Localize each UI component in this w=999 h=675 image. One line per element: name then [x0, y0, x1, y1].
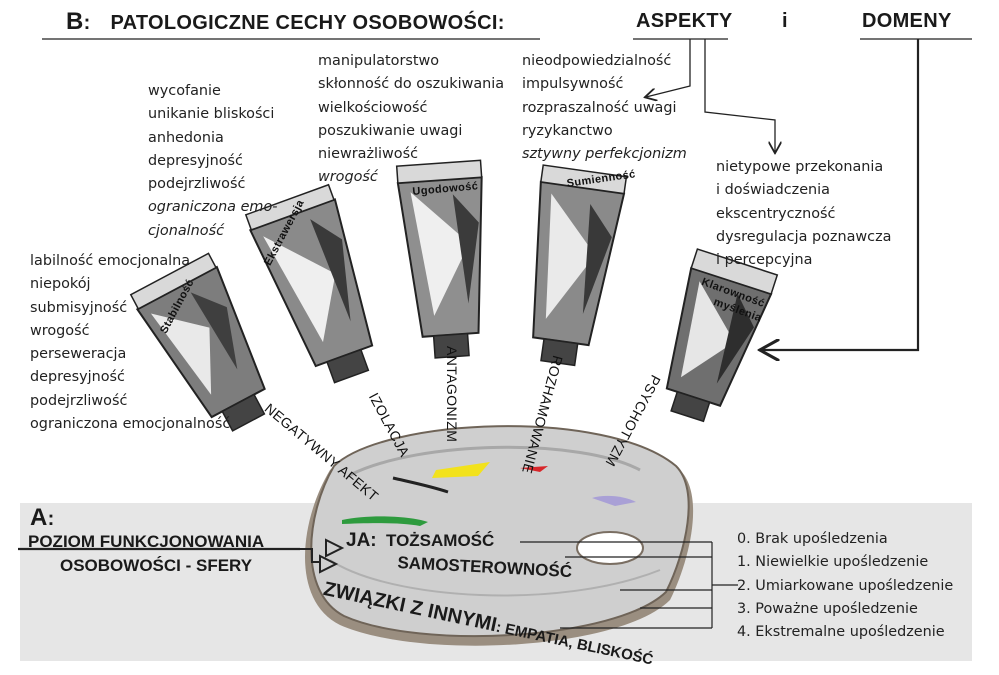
purple-paint: [592, 495, 636, 506]
tube-stabilnosc: [129, 252, 266, 432]
facet-item: manipulatorstwo: [318, 53, 440, 69]
facet-item: wycofanie: [148, 83, 221, 99]
i-label: i: [782, 10, 788, 32]
facet-item: submisyjność: [30, 299, 128, 316]
facet-item: ograniczona emocjonalność: [30, 416, 231, 433]
facet-item: skłonność do oszukiwania: [318, 76, 505, 93]
level-item: 2. Umiarkowane upośledzenie: [737, 577, 954, 594]
facet-item: impulsywność: [522, 76, 624, 93]
domeny-label: DOMENY: [862, 10, 952, 32]
list-klarownosc: nietypowe przekonania i doświadczenia ek…: [716, 156, 891, 272]
section-b-heading: B: PATOLOGICZNE CECHY OSOBOWOŚCI:: [66, 8, 505, 36]
aspekty-arrow-right: [704, 39, 775, 152]
facet-item-italic: sztywny perfekcjonizm: [522, 146, 687, 163]
aspekty-label: ASPEKTY: [636, 10, 733, 32]
facet-item: depresyjność: [148, 152, 243, 169]
section-a-colon: :: [47, 508, 55, 530]
ja-label: JA:: [346, 530, 377, 551]
section-b-letter: B: [66, 8, 84, 35]
levels-bracket: [520, 541, 738, 629]
yellow-paint: [432, 462, 490, 478]
facet-item: nieodpowiedzialność: [522, 53, 672, 69]
section-b-colon: :: [83, 12, 91, 34]
facet-item: unikanie bliskości: [148, 106, 275, 123]
tozsamosc-label: TOŻSAMOŚĆ: [386, 531, 495, 550]
facet-item: wielkościowość: [318, 99, 428, 116]
poziom-connector: [300, 548, 320, 563]
list-sumiennosc: nieodpowiedzialność impulsywność rozpras…: [522, 50, 687, 166]
facet-item: podejrzliwość: [30, 392, 128, 409]
level-item: 4. Ekstremalne upośledzenie: [737, 624, 945, 641]
facet-item: dysregulacja poznawcza: [716, 228, 892, 245]
tube-sumiennosc: [532, 164, 628, 367]
facet-item: wrogość: [30, 322, 90, 339]
list-stabilnosc: labilność emocjonalna niepokój submisyjn…: [30, 250, 230, 436]
palette-thumb-hole: [576, 531, 644, 565]
facet-item: poszukiwanie uwagi: [318, 122, 463, 139]
level-item: 1. Niewielkie upośledzenie: [737, 554, 929, 571]
red-paint: [520, 466, 548, 472]
level-item: 0. Brak upośledzenia: [737, 531, 888, 547]
facet-item: depresyjność: [30, 369, 125, 386]
facet-item: ryzykanctwo: [522, 122, 613, 139]
facet-item-italic: cjonalność: [148, 222, 224, 239]
facet-item: podejrzliwość: [148, 176, 246, 193]
tube-klarownosc: [665, 248, 779, 423]
list-ugodowosc: manipulatorstwo skłonność do oszukiwania…: [318, 50, 504, 190]
levels-list: 0. Brak upośledzenia 1. Niewielkie upośl…: [737, 528, 953, 644]
facet-item: nietypowe przekonania: [716, 159, 884, 175]
tube-ugodowosc: [395, 159, 483, 359]
section-b-title: PATOLOGICZNE CECHY OSOBOWOŚCI:: [110, 12, 505, 34]
facet-item: ekscentryczność: [716, 205, 836, 222]
aspekty-arrow-left: [646, 39, 691, 97]
poziom-line1: POZIOM FUNKCJONOWANIA: [28, 532, 265, 551]
facet-item: i percepcyjna: [716, 252, 813, 269]
facet-item: labilność emocjonalna: [30, 253, 191, 269]
facet-item-italic: ograniczona emo-: [148, 199, 278, 216]
black-paint: [392, 476, 449, 494]
domain-antagonizm: ANTAGONIZM: [444, 346, 460, 443]
facet-item-italic: wrogość: [318, 169, 378, 186]
green-paint: [342, 516, 428, 526]
poziom-line2: OSOBOWOŚCI - SFERY: [60, 556, 253, 575]
facet-item: anhedonia: [148, 129, 224, 146]
facet-item: i doświadczenia: [716, 182, 830, 199]
paint-palette: [305, 425, 694, 646]
tube-ekstrawersja: [244, 183, 374, 384]
list-ekstrawersja: wycofanie unikanie bliskości anhedonia d…: [148, 80, 277, 243]
section-a-letter: A: [30, 504, 48, 531]
section-a-heading: A:: [30, 504, 55, 532]
level-item: 3. Poważne upośledzenie: [737, 600, 918, 617]
facet-item: niewrażliwość: [318, 146, 419, 163]
domeny-arrow: [762, 39, 920, 350]
facet-item: niepokój: [30, 276, 91, 293]
facet-item: perseweracja: [30, 346, 127, 363]
facet-item: rozpraszalność uwagi: [522, 99, 677, 116]
